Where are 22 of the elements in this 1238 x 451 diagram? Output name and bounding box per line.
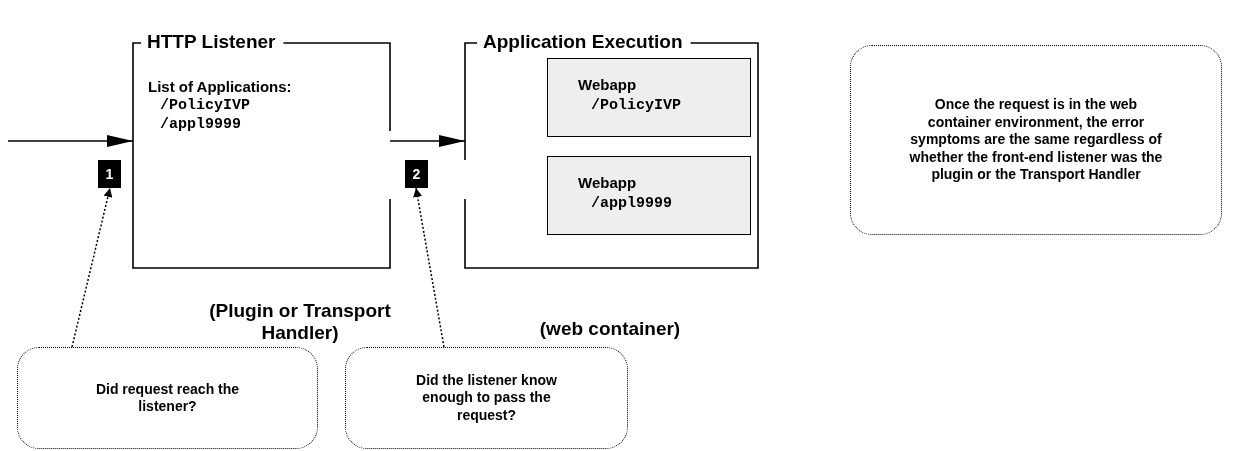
application-path: /PolicyIVP [591,97,681,115]
webapp-box [547,156,751,235]
frame-caption: (Plugin or Transport Handler) [208,300,392,344]
frame-title: HTTP Listener [147,31,276,53]
application-path: /PolicyIVP [160,97,250,115]
note-text: Did the listener know enough to pass the request? [415,371,558,425]
webapp-box [547,58,751,137]
leader-arrow [413,187,445,348]
note-text: Once the request is in the web container environment, the error symptoms are the same regardless of whether the front-end listener was the plugin or the Transport Handler [908,96,1164,184]
arrow [389,135,466,147]
list-heading: List of Applications: [148,78,292,96]
leader-arrow [71,187,113,348]
note-text: Did request reach the listener? [94,380,241,416]
application-path: /appl9999 [591,195,672,213]
application-path: /appl9999 [160,116,241,134]
frame-title: Application Execution [483,31,683,53]
webapp-label: Webapp [578,76,637,94]
frame-caption: (web container) [538,318,682,340]
callout-number: 1 [98,160,121,188]
callout-number: 2 [405,160,428,188]
webapp-label: Webapp [578,174,637,192]
arrow [7,135,134,147]
